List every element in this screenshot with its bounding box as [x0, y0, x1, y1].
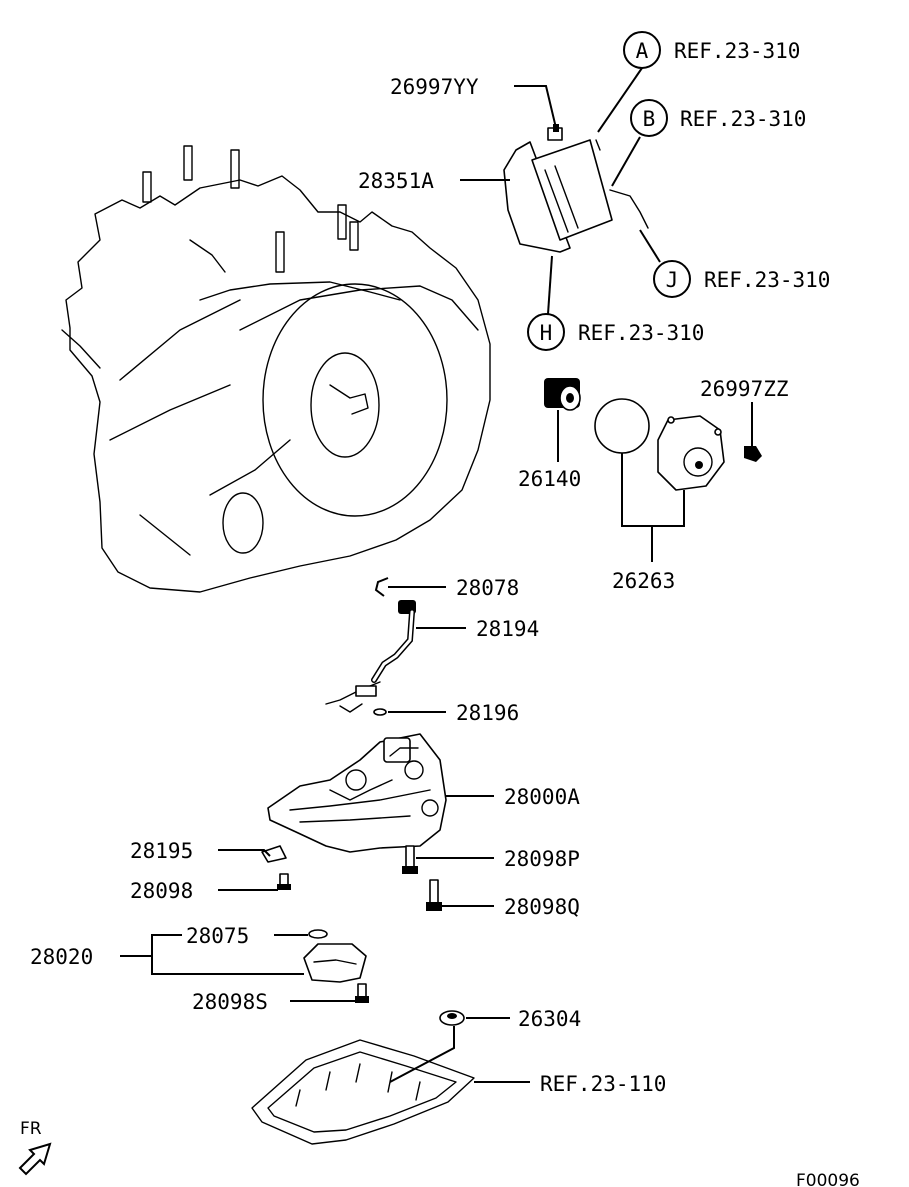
ref-text-b: REF.23-310 — [680, 107, 806, 131]
ref-letter-b: B — [643, 107, 656, 131]
bolt-28098q — [426, 879, 442, 911]
label-26140: 26140 — [518, 467, 581, 491]
ref-letter-h: H — [540, 321, 553, 345]
ref-text-a: REF.23-310 — [674, 39, 800, 63]
bolt-28098 — [277, 873, 291, 890]
bolt-28098p — [402, 845, 418, 874]
figure-id: F00096 — [796, 1171, 860, 1187]
ref-callout-j: J REF.23-310 — [653, 260, 830, 298]
filter-cover-26263 — [594, 398, 725, 491]
label-26997yy: 26997YY — [390, 75, 479, 99]
label-28078: 28078 — [456, 576, 519, 600]
oil-cooler-bracket — [503, 139, 649, 253]
bracket-28195 — [261, 845, 287, 863]
oil-filter-26140 — [544, 378, 581, 411]
label-26263: 26263 — [612, 569, 675, 593]
label-26997zz: 26997ZZ — [700, 377, 789, 401]
front-direction-indicator: FR — [18, 1119, 52, 1176]
label-26304: 26304 — [518, 1007, 581, 1031]
label-28098s: 28098S — [192, 990, 268, 1014]
label-28098p: 28098P — [504, 847, 580, 871]
ref-letter-a: A — [636, 39, 649, 63]
ref-letter-j: J — [666, 268, 679, 292]
label-28098q: 28098Q — [504, 895, 580, 919]
drain-plug-26304 — [439, 1010, 465, 1026]
ref-text-h: REF.23-310 — [578, 321, 704, 345]
valve-body-28000a — [267, 733, 447, 853]
clip-28078 — [374, 577, 389, 597]
bolt-26997zz — [744, 446, 762, 462]
ref-callout-h: H REF.23-310 — [527, 313, 704, 351]
strainer-28020 — [303, 943, 367, 983]
label-28000a: 28000A — [504, 785, 580, 809]
label-28020: 28020 — [30, 945, 93, 969]
ref-callout-a: A REF.23-310 — [623, 31, 800, 69]
bolt-28098s — [355, 983, 369, 1003]
label-28351a: 28351A — [358, 169, 434, 193]
transaxle-housing — [61, 145, 491, 593]
ref-text-j: REF.23-310 — [704, 268, 830, 292]
oil-pan — [251, 1039, 475, 1145]
o-ring-28196 — [373, 708, 387, 716]
o-ring-28075 — [308, 929, 328, 939]
label-28196: 28196 — [456, 701, 519, 725]
label-28194: 28194 — [476, 617, 539, 641]
label-28075: 28075 — [186, 924, 249, 948]
leader-lines — [120, 67, 753, 1083]
label-28195: 28195 — [130, 839, 193, 863]
harness-28194 — [325, 600, 416, 713]
ref-text-oil-pan: REF.23-110 — [540, 1072, 666, 1096]
front-direction-label: FR — [20, 1119, 42, 1139]
ref-callout-b: B REF.23-310 — [630, 99, 806, 137]
arrow-icon — [18, 1142, 52, 1176]
label-28098: 28098 — [130, 879, 193, 903]
